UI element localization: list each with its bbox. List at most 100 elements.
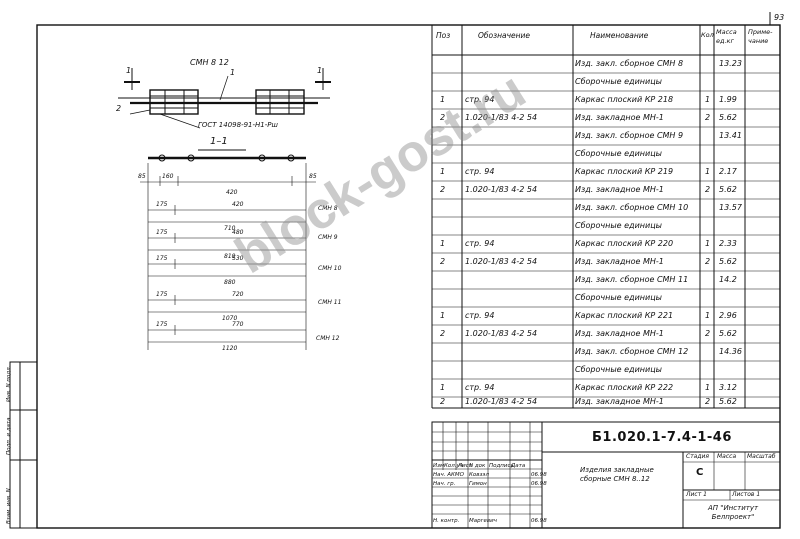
col-date: Дата	[511, 463, 526, 469]
dim-row-total: 880	[224, 279, 236, 286]
dim-row-a: 175	[156, 291, 168, 298]
cell-name: Каркас плоский КР 222	[575, 383, 674, 392]
cell-name: Изд. закладное МН-1	[575, 397, 664, 406]
col-kol: Кол.уч	[444, 463, 464, 469]
cell-name: Каркас плоский КР 218	[575, 95, 674, 104]
cell-name: Сборочные единицы	[575, 365, 662, 374]
dim-row-tag: СМН 11	[318, 299, 342, 306]
dim-row-tag: СМН 9	[318, 234, 338, 241]
cell-name: Изд. закл. сборное СМН 11	[575, 275, 689, 284]
cell-mass: 13.23	[719, 59, 742, 68]
document-code: Б1.020.1-7.4-1-46	[592, 430, 732, 445]
scale-header: Масштаб	[747, 453, 776, 460]
cell-qty: 2	[705, 185, 711, 194]
cell-qty: 1	[705, 167, 711, 176]
dim-85-left: 85	[138, 173, 146, 180]
table-row: Сборочные единицы	[432, 217, 780, 235]
cell-designation: 1.020-1/83 4-2 54	[465, 113, 538, 122]
person-name: Гимон	[469, 481, 487, 487]
section-mark-right: 1	[317, 66, 323, 75]
mark-2: 2	[116, 104, 122, 113]
cell-designation: 1.020-1/83 4-2 54	[465, 329, 538, 338]
cell-qty: 1	[705, 383, 711, 392]
cell-designation: стр. 94	[465, 167, 495, 176]
dim-row-tag: СМН 12	[316, 335, 340, 342]
table-row: Сборочные единицы	[432, 145, 780, 163]
person-date: 06.98	[531, 518, 547, 524]
dim-row-b: 720	[232, 291, 244, 298]
dim-row-tag: СМН 8	[318, 205, 338, 212]
cell-mass: 2.96	[719, 311, 737, 320]
dim-row-b: 770	[232, 321, 244, 328]
col-ndoc: N док	[469, 463, 486, 469]
table-row: Сборочные единицы	[432, 289, 780, 307]
cell-designation: 1.020-1/83 4-2 54	[465, 257, 538, 266]
dim-row-total: 710	[224, 225, 236, 232]
cell-mass: 14.2	[719, 275, 737, 284]
person-role: Н. контр.	[433, 518, 460, 524]
cell-name: Каркас плоский КР 221	[575, 311, 674, 320]
person-date: 06.98	[531, 481, 547, 487]
dim-row-a: 175	[156, 255, 168, 262]
cell-mass: 5.62	[719, 329, 737, 338]
table-row: Сборочные единицы	[432, 361, 780, 379]
col-sign: Подпись	[489, 463, 514, 469]
cell-mass: 5.62	[719, 185, 737, 194]
side-label-sign: Подп. и дата	[6, 417, 12, 455]
person-role: Нач. АКМО	[433, 472, 464, 478]
side-label-inv: Инв. N подл.	[6, 365, 12, 402]
organization: АП "Институт Белпроект"	[707, 504, 759, 521]
section-mark-left: 1	[126, 66, 132, 75]
cell-qty: 1	[705, 311, 711, 320]
sheet-number: Лист 1	[686, 491, 707, 498]
cell-mass: 5.62	[719, 113, 737, 122]
cell-pos: 2	[440, 185, 446, 194]
dim-row-b: 480	[232, 229, 244, 236]
person-role: Нач. гр.	[433, 481, 456, 487]
table-row: Изд. закл. сборное СМН 11 14.2	[432, 271, 780, 289]
side-label-replace: Взам. инв. N	[6, 488, 12, 524]
dim-row-b: 420	[232, 201, 244, 208]
gost-note: ГОСТ 14098-91-Н1-Рш	[198, 121, 278, 129]
cell-name: Сборочные единицы	[575, 293, 662, 302]
header-qty: Кол	[701, 31, 714, 39]
cell-mass: 14.36	[719, 347, 742, 356]
cell-pos: 2	[440, 257, 446, 266]
person-date: 06.98	[531, 472, 547, 478]
cell-name: Каркас плоский КР 219	[575, 167, 674, 176]
col-izm: Изм	[433, 463, 445, 469]
cell-designation: 1.020-1/83 4-2 54	[465, 397, 538, 406]
person-name: Ковзэл	[469, 472, 489, 478]
table-row: Сборочные единицы	[432, 73, 780, 91]
dim-row-total: 1120	[222, 345, 238, 352]
dim-row-tag: СМН 10	[318, 265, 342, 272]
dim-row-b: 530	[232, 255, 244, 262]
dim-85-right: 85	[309, 173, 317, 180]
section-label: 1–1	[210, 136, 228, 147]
dim-row-total: 1070	[222, 315, 238, 322]
header-note: Приме-чание	[748, 28, 773, 45]
cell-designation: стр. 94	[465, 95, 495, 104]
cell-pos: 2	[440, 113, 446, 122]
cell-mass: 13.57	[719, 203, 742, 212]
dim-160: 160	[162, 173, 174, 180]
col-list: Лист	[458, 463, 472, 469]
header-designation: Обозначение	[478, 31, 531, 40]
cell-qty: 1	[705, 95, 711, 104]
header-mass: Масса ед.кг	[716, 28, 737, 45]
cell-name: Изд. закладное МН-1	[575, 257, 664, 266]
dim-row-a: 175	[156, 229, 168, 236]
doc-description: Изделия закладные сборные СМН 8..12	[580, 466, 654, 483]
page-number: 93	[774, 13, 785, 22]
stage-header: Стадия	[686, 453, 710, 460]
cell-name: Изд. закл. сборное СМН 10	[575, 203, 689, 212]
